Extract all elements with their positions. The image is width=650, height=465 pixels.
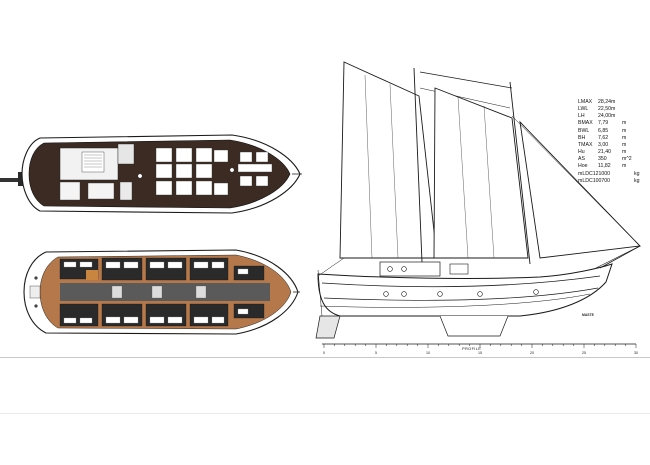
spec-row: Hoe 11,82 m — [578, 163, 639, 170]
spec-unit: m — [622, 127, 627, 134]
keel — [439, 315, 509, 337]
bowsprit — [599, 245, 641, 269]
spec-row: LWL 22,50m — [578, 106, 639, 113]
spec-row: BMAX 7,79 m — [578, 120, 639, 127]
drawing-tag: MASTE — [582, 313, 594, 317]
sail-plan — [339, 61, 641, 269]
spec-value: 7,79 — [598, 120, 609, 127]
foremast-step — [229, 167, 235, 173]
galley — [86, 270, 98, 280]
hull-profile — [315, 245, 641, 339]
spec-unit: m — [622, 141, 627, 148]
bowsprit-stub — [0, 178, 28, 182]
spec-row: BWL 6,85 m — [578, 128, 639, 135]
accommodation-plan — [23, 249, 300, 335]
mainmast — [413, 67, 423, 263]
spec-label: AS — [578, 156, 585, 163]
spec-unit: m — [622, 149, 627, 156]
spec-label: BWL — [578, 127, 590, 134]
spec-row: LMAX 28,24m — [578, 99, 639, 106]
deck-plan — [0, 134, 302, 214]
spec-unit: m — [622, 120, 627, 127]
berths — [63, 261, 249, 324]
spec-value — [612, 171, 626, 178]
spec-value: 22,50m — [598, 106, 616, 113]
spec-unit: m — [622, 134, 627, 141]
ruler-label: 20 — [530, 351, 534, 355]
engine-room — [29, 285, 41, 299]
spec-row: BH 7,62 m — [578, 135, 639, 142]
spec-value: 6,85 — [598, 127, 609, 134]
skylight — [117, 143, 135, 165]
deck-seating — [155, 147, 273, 196]
ruler-label: 5 — [375, 351, 377, 355]
hull-side — [317, 263, 613, 317]
mainmast-step — [137, 173, 143, 179]
spec-unit: m^2 — [622, 156, 632, 163]
rudder — [315, 315, 341, 339]
spec-row: mLDC100700 kg — [578, 178, 639, 185]
ruler-label: 0 — [323, 351, 325, 355]
spec-label: TMAX — [578, 141, 593, 148]
spec-value: 24,00m — [598, 113, 616, 120]
spec-row: AS 350 m^2 — [578, 156, 639, 163]
spec-row: TMAX 3,00 m — [578, 142, 639, 149]
spec-label: mLDC121000 — [578, 170, 611, 177]
jib — [519, 120, 641, 259]
spec-label: LMAX — [578, 99, 593, 105]
spec-row: mLDC121000 kg — [578, 171, 639, 178]
spec-value: 7,62 — [598, 134, 609, 141]
spec-row: Hu 21,40 m — [578, 149, 639, 156]
foremast — [509, 81, 531, 265]
ruler-label: 25 — [582, 351, 586, 355]
spec-unit: kg — [634, 170, 640, 177]
mainsail — [339, 61, 438, 259]
spec-value — [612, 178, 626, 185]
spec-label: Hu — [578, 149, 585, 156]
main-corridor — [60, 283, 270, 301]
stern-davit — [18, 172, 24, 186]
spec-value: 21,40 — [598, 149, 611, 156]
portholes — [383, 266, 539, 297]
spec-label: BH — [578, 134, 586, 141]
ruler-labels: 0 5 10 15 20 25 30 — [323, 351, 638, 355]
spec-label: LWL — [578, 106, 589, 113]
spec-unit: kg — [634, 177, 640, 184]
deckhouse-profile — [379, 261, 441, 277]
hatch-mid — [87, 182, 115, 200]
spec-value: 28,24m — [598, 99, 616, 105]
spec-label: mLDC100700 — [578, 177, 611, 184]
rub-rail — [323, 287, 599, 301]
ruler-label: 10 — [426, 351, 430, 355]
foresail — [433, 87, 529, 259]
spec-label: Hoe — [578, 163, 588, 170]
spec-value: 350 — [598, 156, 607, 163]
scale-ruler — [322, 343, 637, 348]
spec-value: 3,00 — [598, 141, 609, 148]
ruler-label: 30 — [634, 351, 638, 355]
drawing-frame — [0, 357, 650, 358]
spec-label: LH — [578, 113, 585, 120]
spec-label: BMAX — [578, 120, 593, 127]
sheer-line — [321, 275, 601, 288]
profile-caption: PROFILE — [462, 346, 482, 351]
hatch-aft — [59, 181, 81, 201]
ruler-label: 15 — [478, 351, 482, 355]
spec-row: LH 24,00m — [578, 113, 639, 120]
spec-unit: m — [622, 163, 627, 170]
footer-divider — [0, 413, 650, 414]
heads — [111, 285, 207, 299]
spec-value: 11,82 — [598, 163, 611, 170]
